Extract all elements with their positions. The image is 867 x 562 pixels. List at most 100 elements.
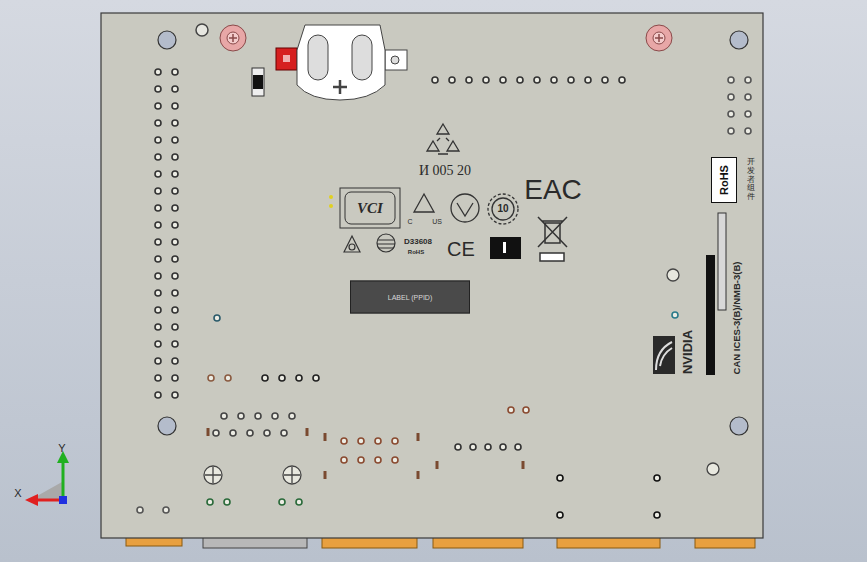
through-hole [172,375,178,381]
through-hole [281,430,287,436]
through-hole [172,307,178,313]
through-hole [466,77,472,83]
through-hole [172,69,178,75]
through-hole [289,413,295,419]
through-hole [137,507,143,513]
weee-bin [538,217,567,261]
nvidia-logo [653,336,675,374]
screws [220,25,672,51]
through-hole [455,444,461,450]
through-hole [296,499,302,505]
through-hole [485,444,491,450]
through-hole [221,413,227,419]
mark-label: US [432,218,442,225]
through-hole [515,444,521,450]
axis-triad [25,451,69,506]
through-hole [517,77,523,83]
smd-pad [324,433,327,441]
rohs-box: RoHS [711,157,737,203]
through-holes [137,69,751,518]
through-hole [745,94,751,100]
through-hole [728,111,734,117]
node-text: LABEL (PPID) [388,294,432,301]
node-text: RoHS [719,165,730,195]
through-hole [172,137,178,143]
through-hole [172,324,178,330]
through-hole [172,239,178,245]
through-hole [279,499,285,505]
through-hole [172,273,178,279]
through-hole [155,86,161,92]
smd-pad [324,471,327,479]
through-hole [255,413,261,419]
through-hole [728,128,734,134]
mark-label: X [14,488,21,499]
through-hole [155,120,161,126]
through-hole [155,392,161,398]
smd-pad [417,433,420,441]
through-hole [341,457,347,463]
battery-holder [276,25,407,100]
vcci-mark [340,188,400,228]
diode [252,68,264,96]
through-hole [155,171,161,177]
mark-label: C [407,218,412,225]
through-hole [500,444,506,450]
through-hole [585,77,591,83]
through-hole [247,430,253,436]
through-hole [358,457,364,463]
mark-label: RoHS [408,249,424,255]
through-hole [313,375,319,381]
rcm-mark [344,236,360,252]
efup-mark [488,194,518,224]
through-hole [728,94,734,100]
label-strip [706,255,715,375]
through-hole [745,111,751,117]
through-hole [172,222,178,228]
mark-label: EAC [524,176,582,204]
rotated-label: NVIDIA [681,330,694,374]
through-hole [172,86,178,92]
mark-label: 10 [497,204,508,214]
through-hole [296,375,302,381]
through-hole [551,77,557,83]
through-hole [155,290,161,296]
through-hole [155,69,161,75]
bsmi-mark [377,234,395,252]
through-hole [172,171,178,177]
through-hole [172,392,178,398]
rotated-label: CAN ICES-3(B)/NMB-3(B) [732,262,742,375]
through-hole [208,375,214,381]
through-hole [172,290,178,296]
ppid-label: LABEL (PPID) [350,281,470,314]
through-hole [483,77,489,83]
kc-mark [503,242,506,253]
through-hole [172,341,178,347]
smd-pad [522,461,525,469]
through-hole [672,312,678,318]
through-hole [172,358,178,364]
through-hole [375,438,381,444]
kc-mark [490,237,521,259]
through-hole [155,307,161,313]
through-hole [163,507,169,513]
through-hole [155,341,161,347]
through-hole [264,430,270,436]
through-hole [172,154,178,160]
via [196,24,208,36]
mark-label: D33608 [404,238,432,246]
mark-label: VCI [357,201,383,216]
through-hole [619,77,625,83]
mark-label: Y [58,443,65,454]
through-hole [155,205,161,211]
through-hole [155,222,161,228]
through-hole [392,457,398,463]
smd-pad [306,428,309,436]
mark-label: И 005 20 [419,164,471,178]
through-hole [155,375,161,381]
through-hole [654,512,660,518]
through-hole [155,256,161,262]
through-hole [279,375,285,381]
through-hole [213,430,219,436]
through-hole [358,438,364,444]
